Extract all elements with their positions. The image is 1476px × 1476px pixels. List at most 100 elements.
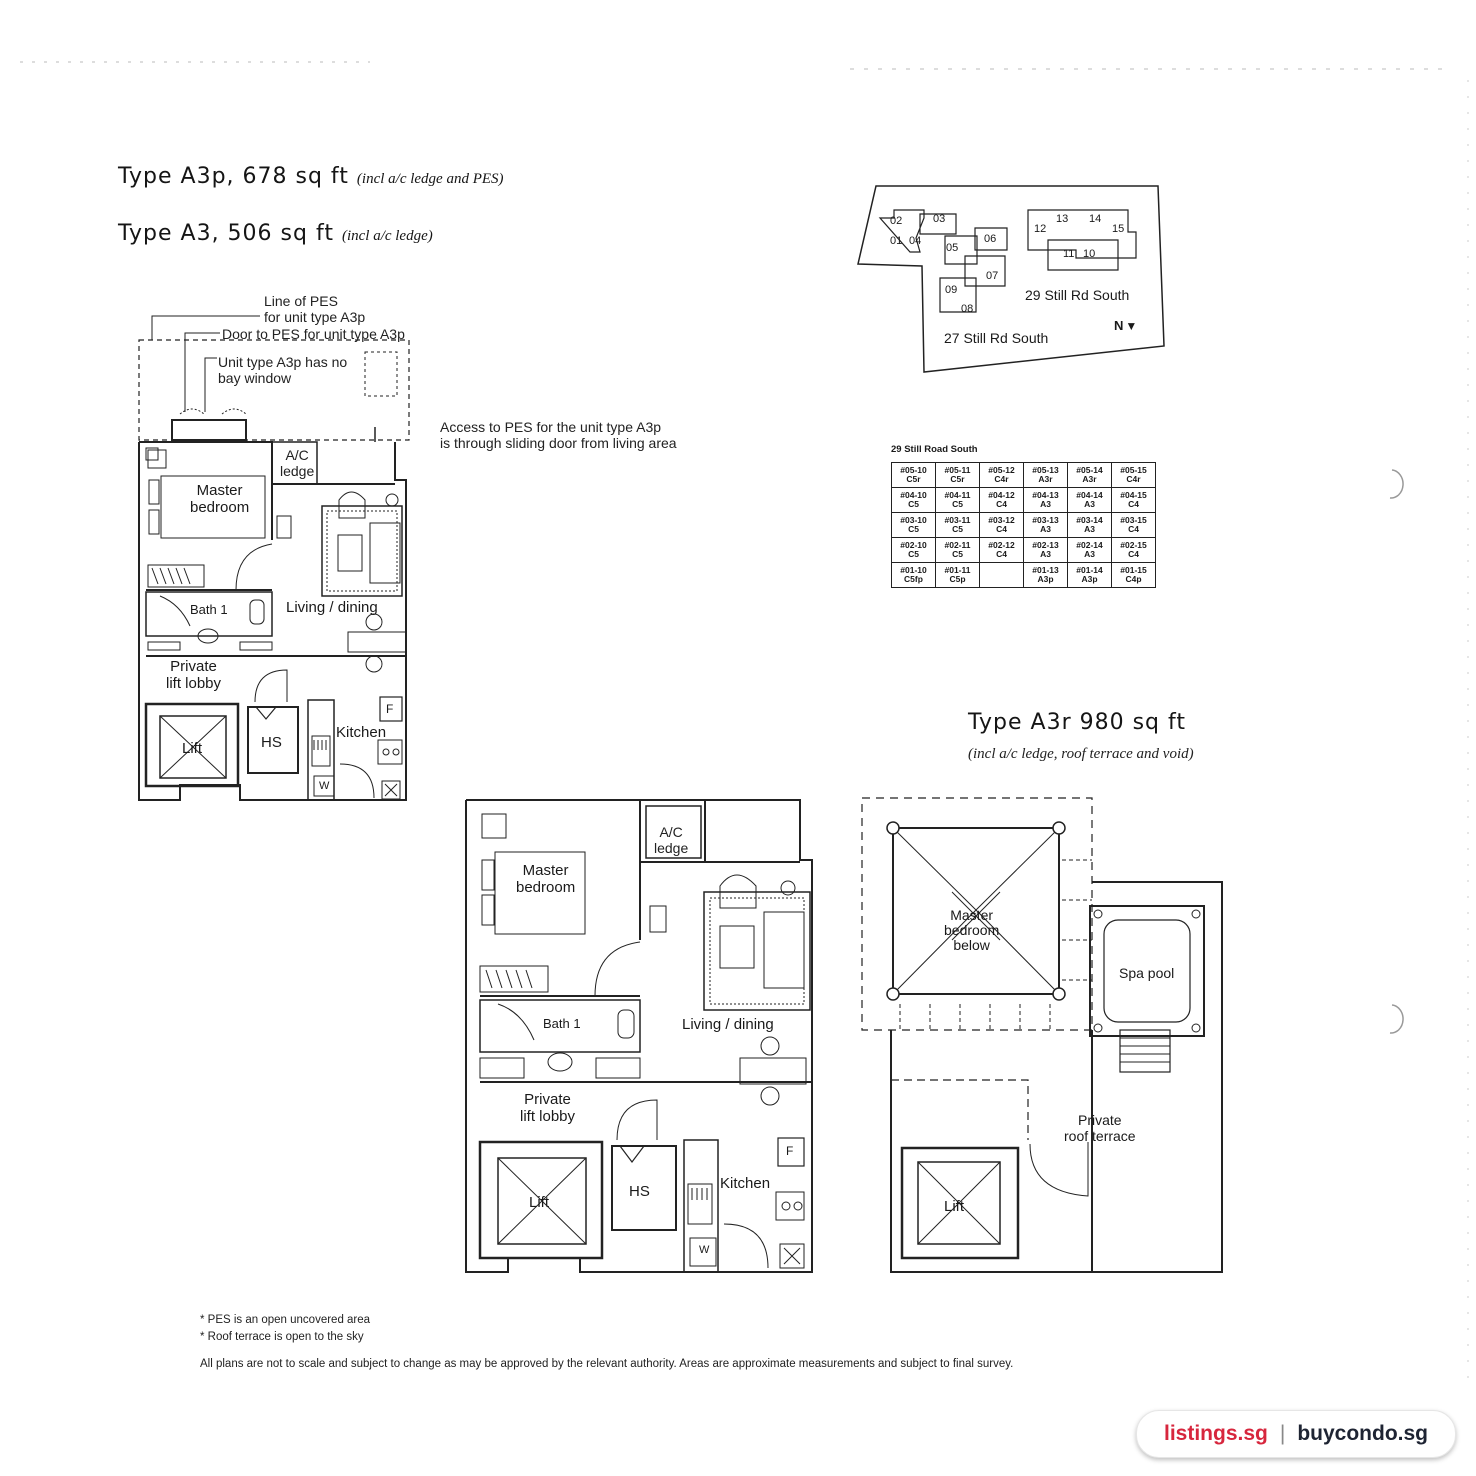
stacking-unit-no: #01-11 bbox=[944, 565, 971, 575]
stacking-unit-type: A3r bbox=[1038, 474, 1053, 484]
a3p-kitchen: Kitchen bbox=[336, 724, 387, 741]
stacking-unit-type: C5 bbox=[952, 549, 963, 559]
a3p-washer: W bbox=[319, 780, 330, 792]
footnote-roof: * Roof terrace is open to the sky bbox=[200, 1331, 364, 1343]
a3r-lift: Lift bbox=[944, 1198, 965, 1215]
a3-lift: Lift bbox=[529, 1194, 550, 1211]
brand-listings: listings.sg bbox=[1164, 1422, 1268, 1445]
a3p-lift-lobby-1: Private bbox=[170, 658, 217, 675]
a3p-master-bedroom: Master bedroom bbox=[190, 482, 249, 516]
stacking-unit-no: #01-13 bbox=[1032, 565, 1059, 575]
stacking-title: 29 Still Road South bbox=[891, 444, 978, 455]
stacking-unit-type: C5 bbox=[908, 524, 919, 534]
stacking-unit-no: #05-10 bbox=[900, 465, 927, 475]
heading-a3: Type A3, 506 sq ft(incl a/c ledge) bbox=[118, 221, 433, 246]
access-note-2: is through sliding door from living area bbox=[440, 435, 677, 451]
site-block-27: 27 Still Rd South bbox=[944, 330, 1049, 346]
stacking-unit-no: #05-11 bbox=[944, 465, 971, 475]
a3r-roof-terrace-2: roof terrace bbox=[1064, 1128, 1136, 1144]
a3p-bath: Bath 1 bbox=[190, 602, 228, 617]
access-note: Access to PES for the unit type A3p is t… bbox=[440, 419, 677, 451]
a3p-ac-ledge-2: ledge bbox=[280, 463, 315, 479]
stacking-unit-type: C5r bbox=[906, 474, 921, 484]
site-unit-08: 08 bbox=[961, 303, 974, 315]
site-unit-13: 13 bbox=[1056, 213, 1069, 225]
footnote-pes: * PES is an open uncovered area bbox=[200, 1314, 371, 1326]
stacking-unit-type: C4p bbox=[1125, 574, 1142, 584]
site-unit-01: 01 bbox=[890, 235, 903, 247]
a3r-master-below-1: Master bbox=[950, 907, 994, 923]
stacking-unit-no: #04-15 bbox=[1120, 490, 1147, 500]
heading-a3-title: Type A3, 506 sq ft bbox=[118, 221, 334, 246]
a3p-ac-ledge-1: A/C bbox=[285, 447, 309, 463]
brand-separator: | bbox=[1279, 1422, 1286, 1445]
a3-master-bedroom-1: Master bbox=[522, 862, 569, 879]
stacking-unit-type: A3 bbox=[1084, 549, 1095, 559]
a3p-living-dining: Living / dining bbox=[286, 599, 378, 616]
callout-bay-1: Unit type A3p has no bbox=[218, 354, 348, 370]
stacking-unit-type: C5 bbox=[908, 549, 919, 559]
stacking-unit-no: #05-13 bbox=[1032, 465, 1059, 475]
stacking-unit-type: C4r bbox=[1126, 474, 1141, 484]
stacking-unit-type: C5r bbox=[950, 474, 965, 484]
callout-bay-window: Unit type A3p has no bay window bbox=[218, 354, 347, 386]
site-unit-05: 05 bbox=[946, 242, 959, 254]
site-unit-02: 02 bbox=[890, 215, 903, 227]
site-unit-03: 03 bbox=[933, 213, 946, 225]
stacking-unit-no: #02-15 bbox=[1120, 540, 1147, 550]
stacking-unit-type: C5 bbox=[952, 499, 963, 509]
stacking-unit-no: #02-10 bbox=[900, 540, 927, 550]
stacking-unit-no: #01-14 bbox=[1076, 565, 1103, 575]
stacking-cell bbox=[979, 562, 1024, 588]
site-unit-15: 15 bbox=[1112, 223, 1125, 235]
site-unit-04: 04 bbox=[909, 235, 922, 247]
stacking-unit-type: A3 bbox=[1040, 524, 1051, 534]
north-arrow-icon: N▼ bbox=[1114, 318, 1138, 333]
site-unit-06: 06 bbox=[984, 233, 997, 245]
stacking-unit-no: #04-10 bbox=[900, 490, 927, 500]
stacking-unit-type: A3p bbox=[1037, 574, 1054, 584]
stacking-unit-no: #03-13 bbox=[1032, 515, 1059, 525]
stacking-unit-no: #03-15 bbox=[1120, 515, 1147, 525]
a3r-roof-terrace: Private roof terrace bbox=[1064, 1112, 1136, 1144]
stacking-unit-type: A3 bbox=[1040, 499, 1051, 509]
site-unit-14: 14 bbox=[1089, 213, 1102, 225]
callout-bay-2: bay window bbox=[218, 370, 292, 386]
stacking-unit-type: C5p bbox=[949, 574, 966, 584]
access-note-1: Access to PES for the unit type A3p bbox=[440, 419, 662, 435]
north-label: N bbox=[1114, 318, 1124, 333]
heading-a3p: Type A3p, 678 sq ft(incl a/c ledge and P… bbox=[118, 164, 504, 189]
site-block-29: 29 Still Rd South bbox=[1025, 287, 1130, 303]
a3r-roof-terrace-1: Private bbox=[1078, 1112, 1122, 1128]
a3-lift-lobby-2: lift lobby bbox=[520, 1108, 576, 1125]
stacking-unit-no: #01-10 bbox=[900, 565, 927, 575]
stacking-unit-no: #02-12 bbox=[988, 540, 1015, 550]
site-unit-10: 10 bbox=[1083, 248, 1096, 260]
stacking-unit-no: #03-14 bbox=[1076, 515, 1103, 525]
a3-ac-ledge-1: A/C bbox=[659, 824, 683, 840]
callout-pes-line: Line of PES for unit type A3p bbox=[264, 293, 365, 325]
stacking-unit-no: #03-10 bbox=[900, 515, 927, 525]
callout-pes-line-2: for unit type A3p bbox=[264, 309, 366, 325]
a3p-lift-lobby-2: lift lobby bbox=[166, 675, 222, 692]
